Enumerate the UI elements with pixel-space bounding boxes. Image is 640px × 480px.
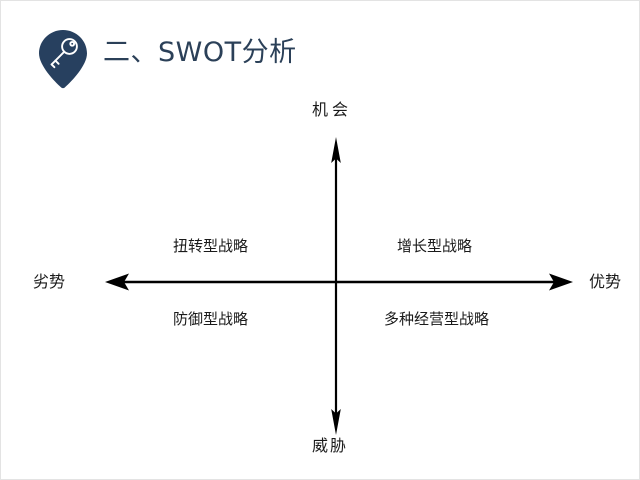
vertical-axis-down-arrowhead <box>331 409 341 435</box>
key-pin-icon <box>38 29 88 89</box>
quadrant-label-top-left: 扭转型战略 <box>173 237 249 255</box>
vertical-axis-up-arrowhead <box>331 137 341 163</box>
horizontal-axis-left-arrowhead <box>105 273 129 291</box>
quadrant-label-top-right: 增长型战略 <box>397 237 473 255</box>
page-title: 二、SWOT分析 <box>103 37 297 68</box>
axis-label-opportunities: 机会 <box>312 100 353 119</box>
axis-label-weaknesses: 劣势 <box>33 272 66 291</box>
axis-label-threats: 威胁 <box>312 436 349 455</box>
quadrant-label-bottom-left: 防御型战略 <box>173 310 249 328</box>
horizontal-axis-right-arrowhead <box>549 273 573 291</box>
slide-header: 二、SWOT分析 <box>31 23 591 91</box>
swot-axes <box>105 137 573 435</box>
quadrant-label-bottom-right: 多种经营型战略 <box>384 310 490 328</box>
swot-quadrant-diagram: 机会 威胁 劣势 优势 扭转型战略 增长型战略 防御型战略 多种经营型战略 <box>1 91 639 479</box>
axis-label-strengths: 优势 <box>589 272 622 291</box>
